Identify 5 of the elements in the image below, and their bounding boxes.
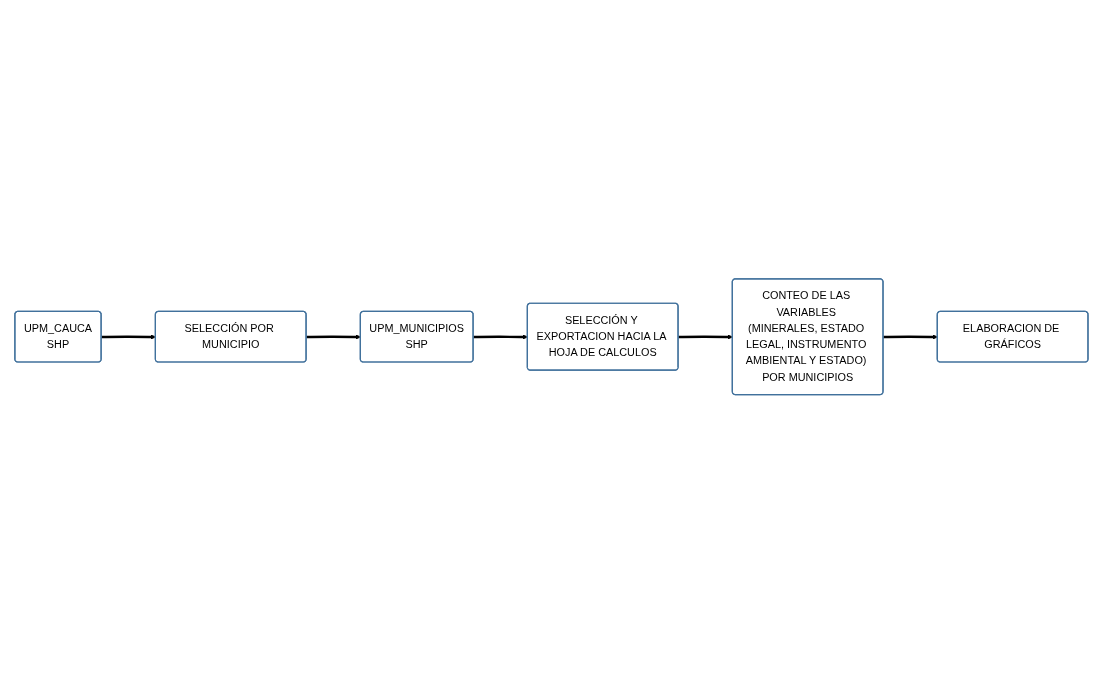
arrow <box>473 334 528 340</box>
arrow <box>883 334 938 340</box>
arrow <box>678 334 733 340</box>
arrow <box>306 334 361 340</box>
arrow <box>101 334 156 340</box>
